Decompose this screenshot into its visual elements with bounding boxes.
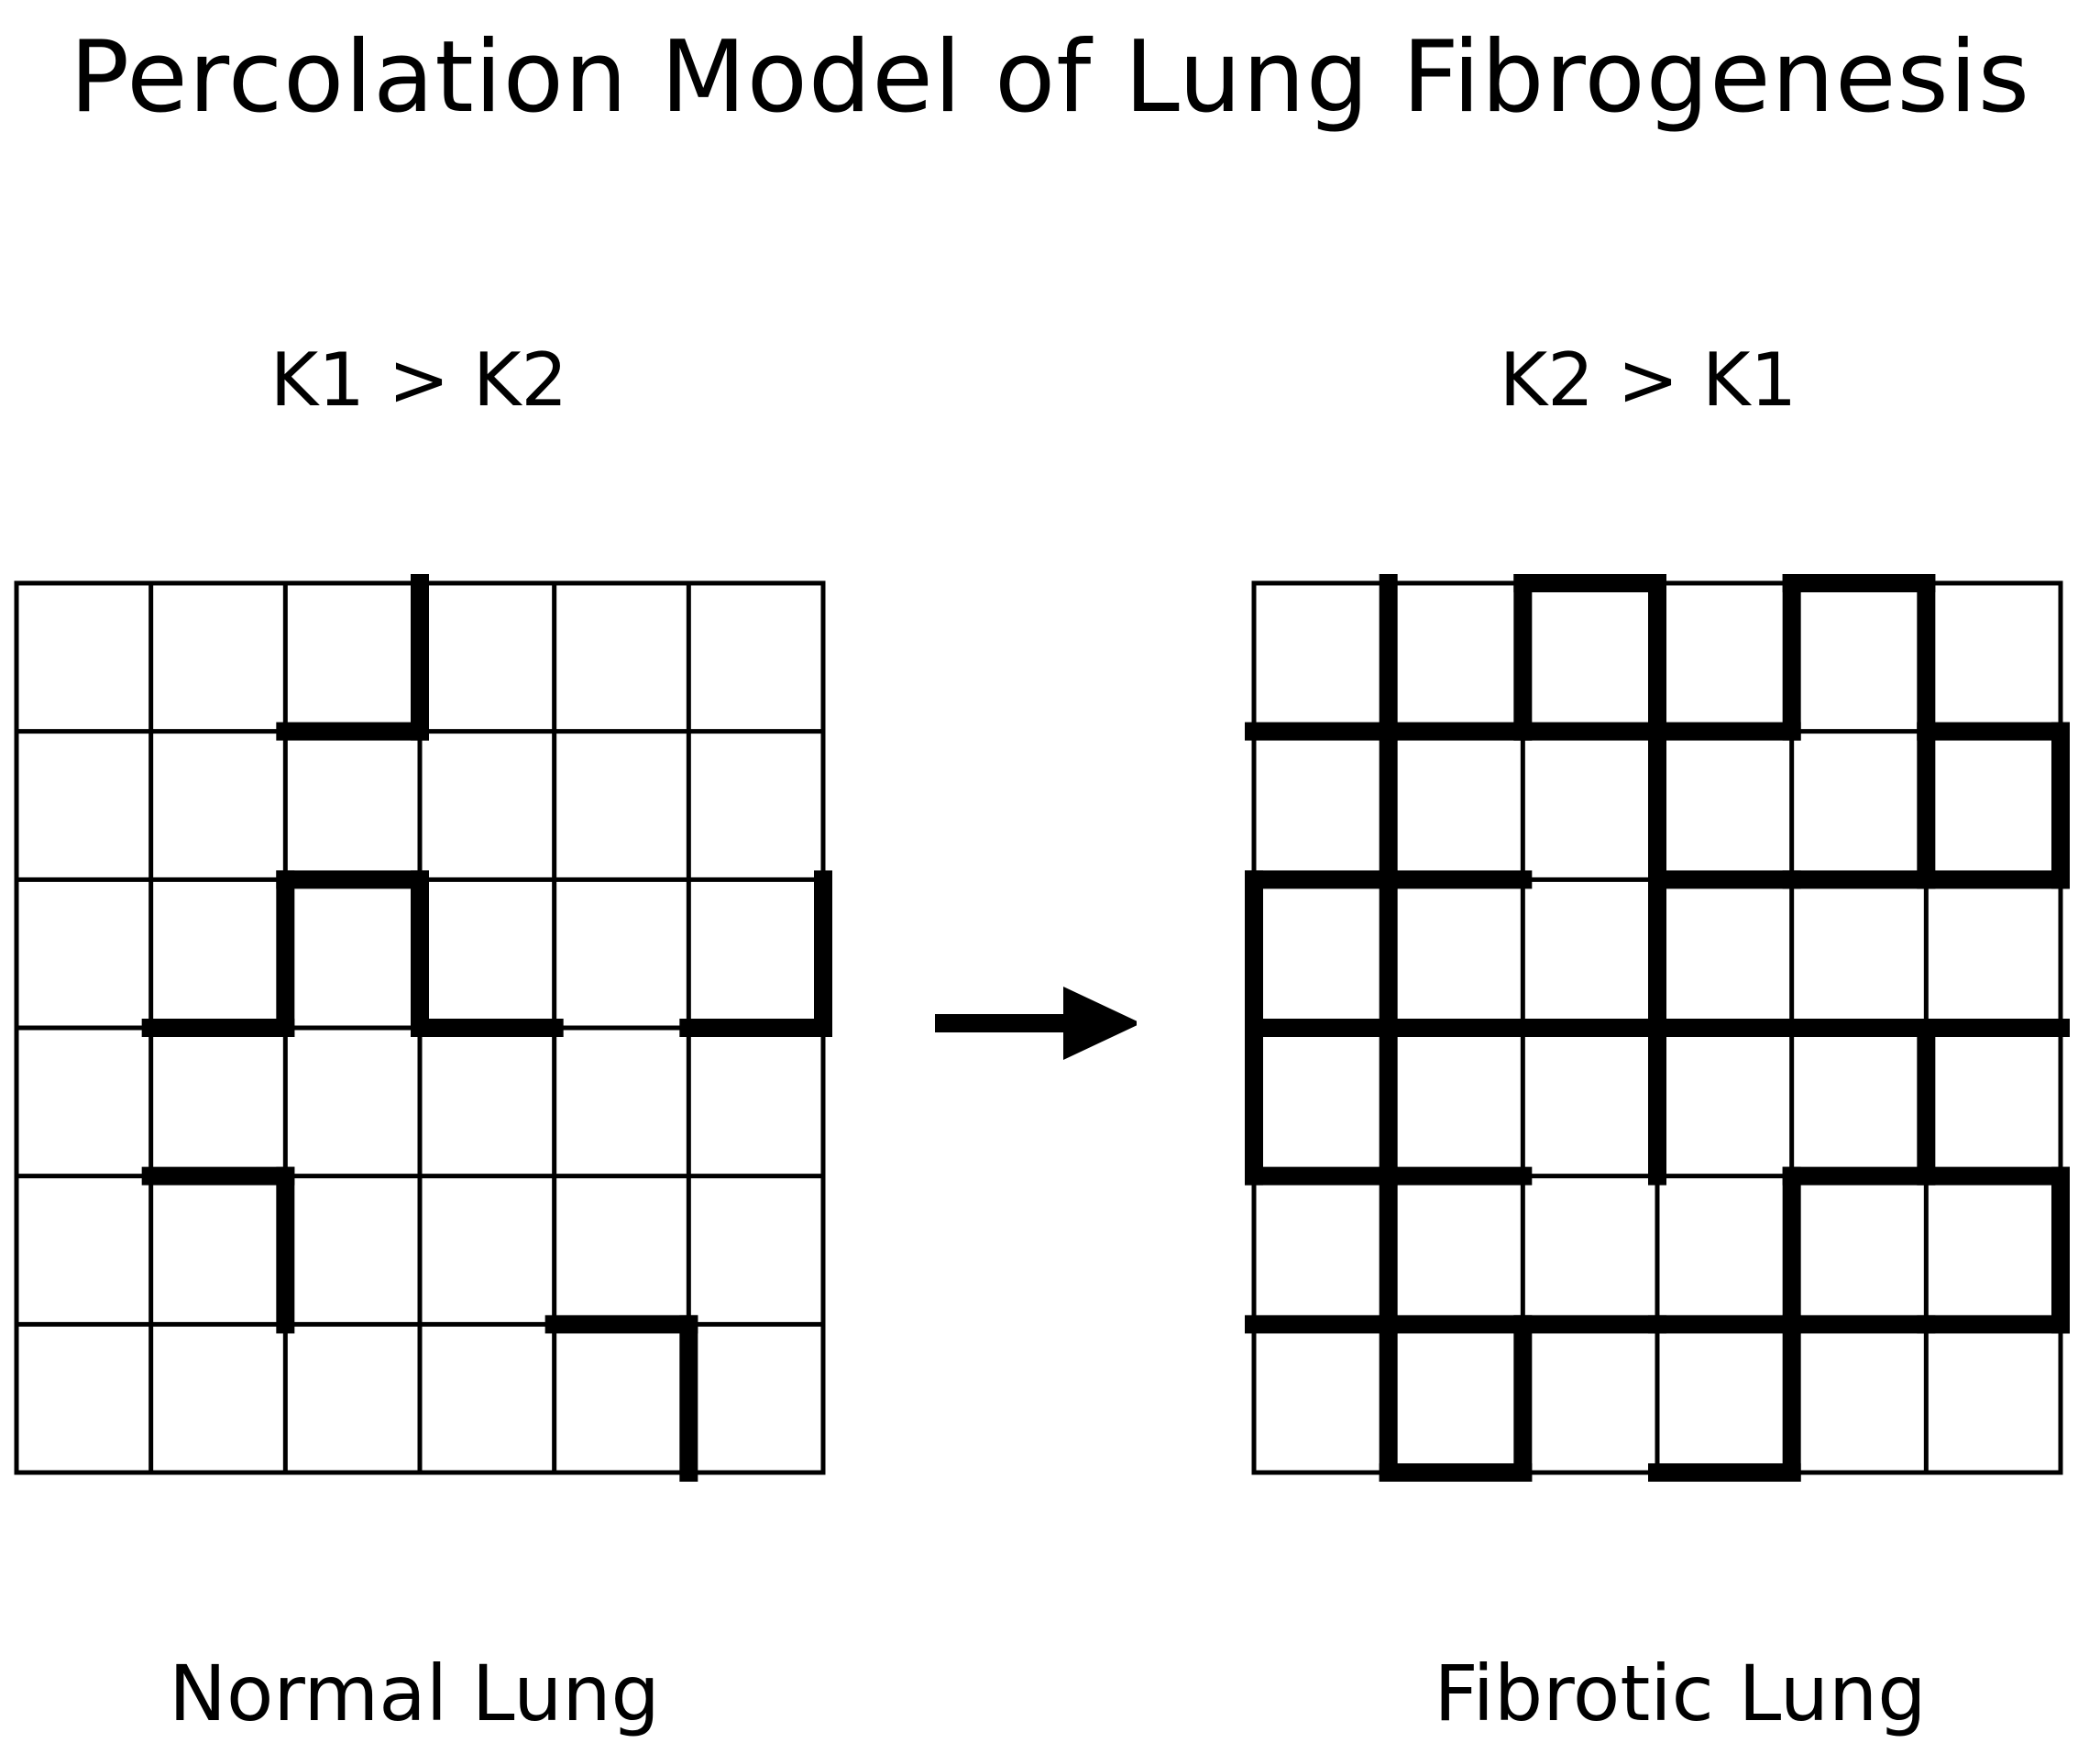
normal-lung-condition-label: K1 > K2	[269, 337, 568, 423]
arrow-head	[1063, 987, 1137, 1060]
figure-title: Percolation Model of Lung Fibrogenesis	[69, 20, 2031, 135]
normal-lung-caption: Normal Lung	[169, 1649, 660, 1738]
normal-lung-lattice	[14, 574, 832, 1482]
fibrotic-lung-condition-label: K2 > K1	[1499, 337, 1798, 423]
fibrotic-lung-caption: Fibrotic Lung	[1434, 1649, 1927, 1738]
right-arrow-icon	[935, 987, 1137, 1060]
arrow-shaft	[935, 1014, 1072, 1032]
fibrotic-lung-lattice	[1245, 574, 2070, 1482]
